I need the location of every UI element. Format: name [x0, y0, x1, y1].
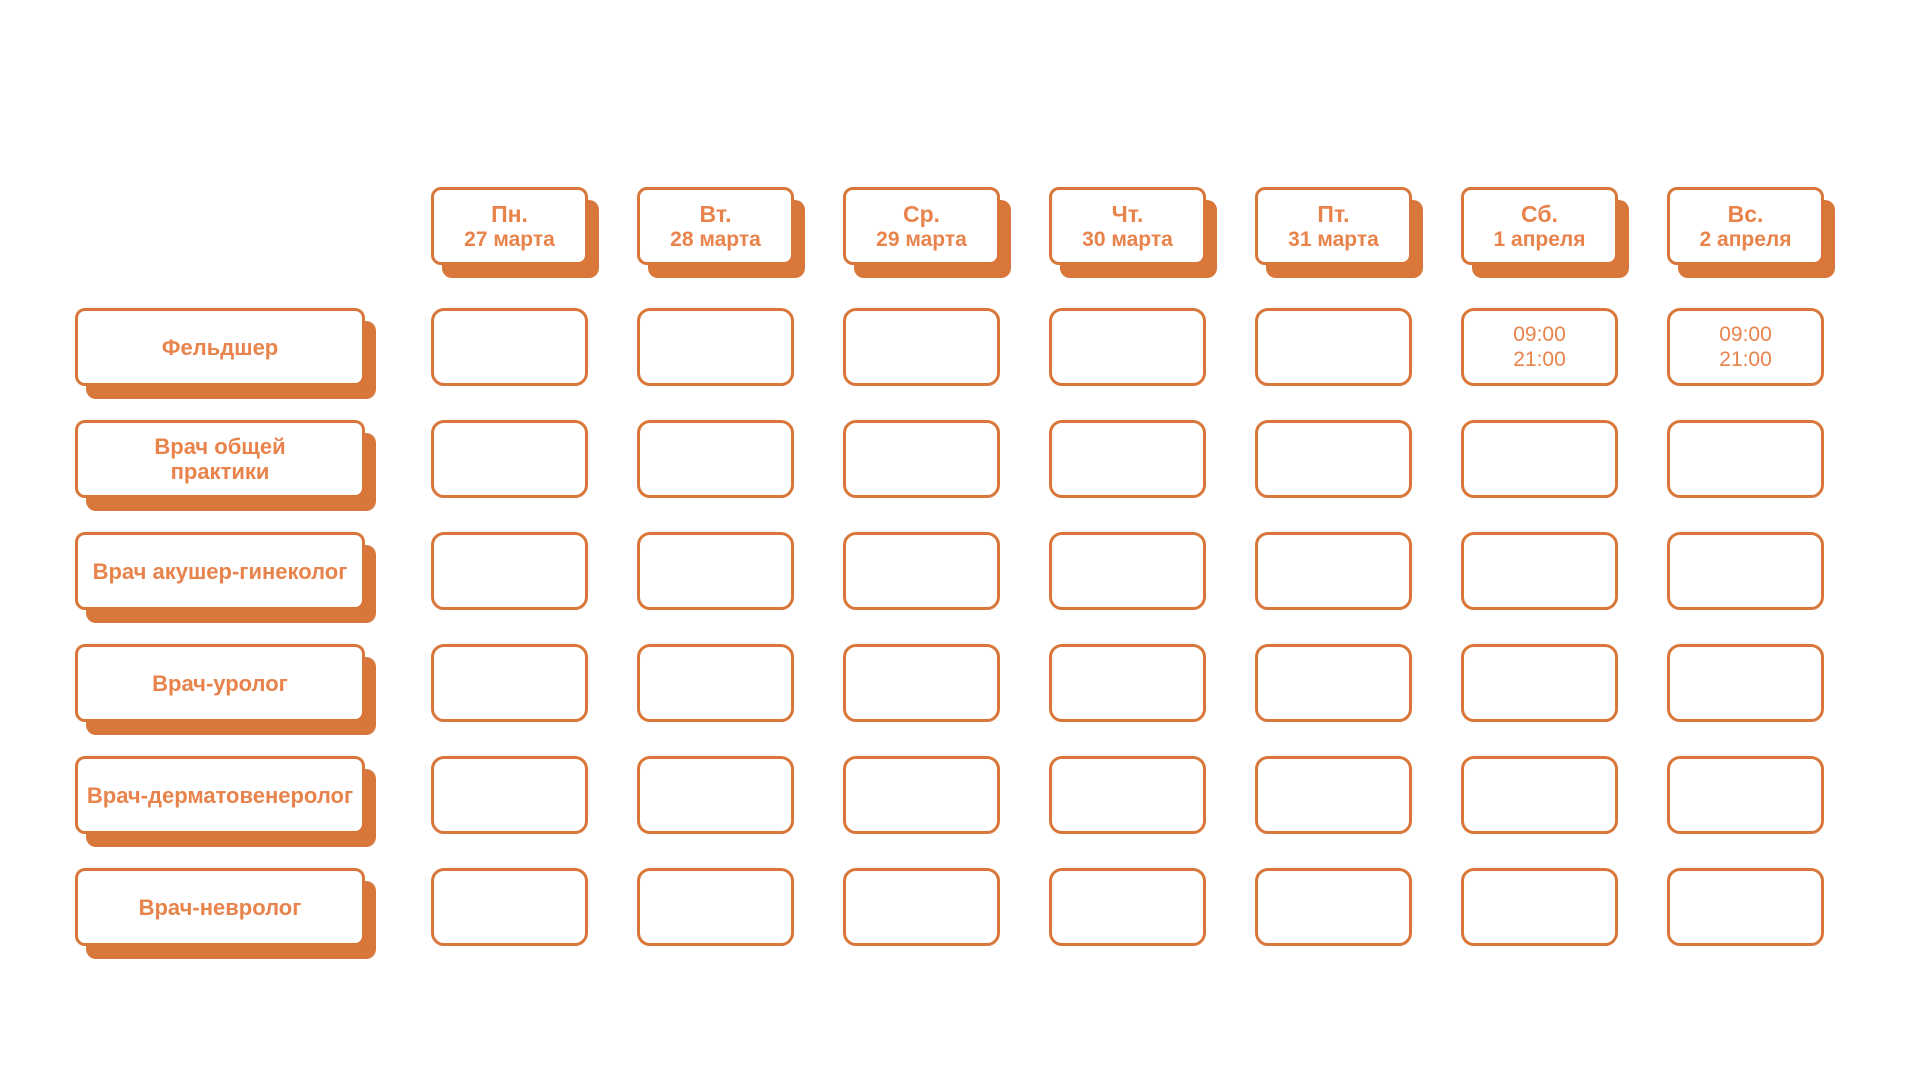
schedule-cell [1461, 420, 1618, 498]
schedule-cell [431, 756, 588, 834]
day-date: 1 апреля [1493, 227, 1586, 251]
schedule-cell [637, 532, 794, 610]
schedule-cell [1667, 532, 1824, 610]
row-label-text: Врач-уролог [152, 670, 288, 696]
day-header: Вт. 28 марта [637, 187, 794, 265]
day-header: Вс. 2 апреля [1667, 187, 1824, 265]
row-label-text: Фельдшер [161, 334, 279, 360]
row-label: Врач акушер-гинеколог [75, 532, 365, 610]
cell-times: 09:00 21:00 [1719, 323, 1772, 371]
day-header: Ср. 29 марта [843, 187, 1000, 265]
schedule-cell [1255, 420, 1412, 498]
row-label-text: Врач акушер-гинеколог [92, 558, 348, 584]
day-date: 31 марта [1288, 227, 1379, 251]
schedule-cell [1255, 308, 1412, 386]
schedule-cell [843, 868, 1000, 946]
cell-times: 09:00 21:00 [1513, 323, 1566, 371]
schedule-cell [1049, 420, 1206, 498]
schedule-table: Пн. 27 марта Вт. 28 марта Ср. 29 марта Ч… [75, 187, 1873, 980]
day-date: 29 марта [876, 227, 967, 251]
day-name: Вт. [699, 200, 732, 227]
row-label-text: Врач общей практики [154, 434, 286, 484]
row-label: Врач-дерматовенеролог [75, 756, 365, 834]
day-name: Сб. [1521, 200, 1558, 227]
schedule-cell [1049, 308, 1206, 386]
schedule-cell [1049, 756, 1206, 834]
day-name: Вс. [1727, 200, 1764, 227]
schedule-cell [637, 644, 794, 722]
schedule-cell [1667, 756, 1824, 834]
schedule-cell [1461, 868, 1618, 946]
corner-spacer [75, 187, 365, 265]
schedule-cell [1255, 756, 1412, 834]
day-name: Пн. [491, 200, 528, 227]
schedule-cell [1461, 756, 1618, 834]
schedule-cell [1049, 532, 1206, 610]
day-header: Сб. 1 апреля [1461, 187, 1618, 265]
day-date: 30 марта [1082, 227, 1173, 251]
schedule-cell [1461, 644, 1618, 722]
day-name: Пт. [1317, 200, 1350, 227]
schedule-cell [1461, 532, 1618, 610]
schedule-cell: 09:00 21:00 [1461, 308, 1618, 386]
row-label: Фельдшер [75, 308, 365, 386]
row-label: Врач-уролог [75, 644, 365, 722]
row-label-text: Врач-невролог [138, 894, 302, 920]
schedule-cell [1049, 868, 1206, 946]
schedule-cell [431, 532, 588, 610]
schedule-cell [843, 420, 1000, 498]
day-name: Чт. [1111, 200, 1144, 227]
row-label-text: Врач-дерматовенеролог [86, 782, 354, 808]
row-label: Врач-невролог [75, 868, 365, 946]
row-label: Врач общей практики [75, 420, 365, 498]
day-header: Чт. 30 марта [1049, 187, 1206, 265]
schedule-cell [843, 644, 1000, 722]
schedule-cell [1255, 868, 1412, 946]
schedule-cell [431, 308, 588, 386]
schedule-cell [637, 420, 794, 498]
schedule-cell [1667, 868, 1824, 946]
schedule-cell [431, 644, 588, 722]
day-date: 2 апреля [1699, 227, 1792, 251]
schedule-cell [1255, 644, 1412, 722]
schedule-cell [843, 532, 1000, 610]
schedule-cell [1049, 644, 1206, 722]
schedule-cell [1667, 644, 1824, 722]
day-date: 27 марта [464, 227, 555, 251]
day-name: Ср. [902, 200, 941, 227]
day-date: 28 марта [670, 227, 761, 251]
schedule-cell [843, 308, 1000, 386]
schedule-cell [637, 308, 794, 386]
schedule-cell [1255, 532, 1412, 610]
schedule-cell [637, 756, 794, 834]
schedule-cell [843, 756, 1000, 834]
schedule-cell [431, 420, 588, 498]
schedule-cell [637, 868, 794, 946]
schedule-cell [431, 868, 588, 946]
schedule-cell: 09:00 21:00 [1667, 308, 1824, 386]
schedule-cell [1667, 420, 1824, 498]
day-header: Пн. 27 марта [431, 187, 588, 265]
day-header: Пт. 31 марта [1255, 187, 1412, 265]
